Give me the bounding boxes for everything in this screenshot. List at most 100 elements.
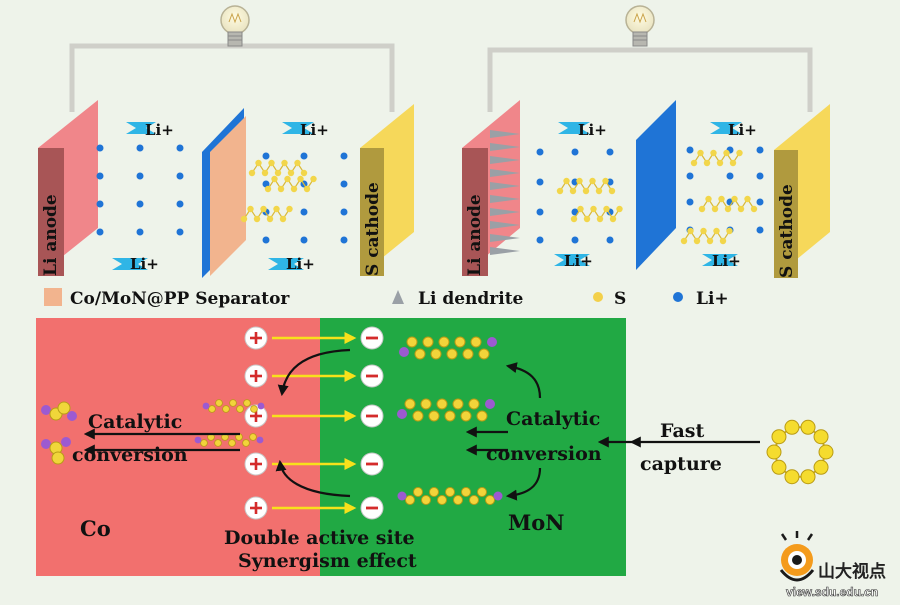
li-ion-dot (571, 236, 579, 244)
legend-li-swatch (673, 292, 683, 302)
co-label: Co (80, 516, 111, 541)
sulfur-atom (476, 410, 488, 422)
li-ion-dot (686, 198, 694, 206)
sulfur-atom (716, 159, 724, 167)
watermark-cn: 山大视点 (818, 561, 886, 581)
li-ion-dot (536, 178, 544, 186)
sulfur-atom (718, 195, 725, 203)
sulfur-atom (687, 227, 694, 235)
sulfur-atom (800, 469, 816, 485)
circuit-wire (69, 43, 395, 112)
legend-li-label: Li+ (696, 289, 729, 309)
sulfur-atom (729, 159, 737, 167)
sulfur-atom (590, 205, 597, 213)
sulfur-atom (215, 399, 223, 407)
li-ion-dot (262, 236, 270, 244)
sulfur-atom (603, 205, 610, 213)
sulfur-atom (277, 185, 285, 193)
product-molecule-top (41, 401, 77, 421)
li-ion-dot (176, 228, 184, 236)
li-ion-dot (136, 172, 144, 180)
li-ion-arrow-bottom-right: Li+ (702, 252, 741, 270)
cathode-label: S cathode (363, 182, 383, 276)
sulfur-ring-molecule (766, 419, 834, 485)
legend: Co/MoN@PP Separator Li dendrite S Li+ (44, 288, 729, 309)
sulfur-atom (462, 348, 474, 360)
dendrite-spike (490, 247, 520, 255)
sdu-logo-icon (779, 531, 815, 582)
separator-blue (636, 100, 676, 270)
curve-arrow (505, 467, 542, 501)
sulfur-atom (461, 487, 471, 497)
li-ion-dot (536, 148, 544, 156)
li-ion-dot (536, 236, 544, 244)
sulfur-atom (750, 205, 758, 213)
sulfur-atom (248, 169, 256, 177)
li-ion-dot (756, 226, 764, 234)
sulfur-atom (268, 159, 275, 167)
dendrite-spike (490, 156, 520, 164)
sulfur-atom (563, 177, 570, 185)
svg-text:Li+: Li+ (300, 121, 329, 139)
li-ion-arrow-top-right: Li+ (710, 121, 757, 139)
curve-arrow (277, 348, 351, 397)
sulfur-atom (813, 429, 829, 445)
li-ion-dot (300, 208, 308, 216)
sulfur-atom (719, 237, 727, 245)
dendrite-spike (490, 208, 520, 216)
sulfur-atom (595, 187, 603, 195)
svg-text:Li+: Li+ (578, 121, 607, 139)
li-ion-dot (686, 146, 694, 154)
sulfur-atom (478, 348, 490, 360)
li-ion-dot (571, 148, 579, 156)
right-conversion-label: conversion (486, 443, 602, 465)
sulfur-atom (469, 495, 479, 505)
sulfur-atom (446, 348, 458, 360)
sulfur-atom (583, 215, 591, 223)
li-ion-dot (340, 152, 348, 160)
sulfur-atom (264, 185, 272, 193)
sulfur-atom (731, 195, 738, 203)
sulfur-atom (576, 177, 583, 185)
sulfur-atom (421, 495, 431, 505)
cathode-label: S cathode (777, 184, 797, 278)
li-ion-dot (340, 208, 348, 216)
left-conversion-label: conversion (72, 444, 188, 466)
sulfur-atom (582, 187, 590, 195)
li-ion-arrow-top-left: Li+ (558, 121, 607, 139)
sulfur-atom (287, 169, 295, 177)
sulfur-atom (453, 495, 463, 505)
sulfur-atom (412, 410, 424, 422)
sulfur-atom (240, 215, 248, 223)
anode-label: Li anode (41, 194, 61, 276)
lithium-atom (194, 436, 202, 444)
polysulfide-chains (240, 159, 317, 223)
sulfur-atom (214, 439, 222, 447)
sulfur-atom (290, 185, 298, 193)
sulfur-atom (420, 398, 432, 410)
sulfur-atom (428, 410, 440, 422)
dendrite-spike (490, 130, 520, 138)
legend-dendrite-label: Li dendrite (418, 289, 524, 309)
li-ion-arrow-bottom-left: Li+ (112, 255, 159, 273)
svg-text:Li+: Li+ (130, 255, 159, 273)
sulfur-atom (260, 205, 267, 213)
li-ion-dot (96, 172, 104, 180)
sulfur-atom (713, 227, 720, 235)
sulfur-atom (454, 336, 466, 348)
li-ion-dot (262, 180, 270, 188)
sulfur-atom (414, 348, 426, 360)
sulfur-atom (470, 336, 482, 348)
li-ion-arrow-top-right: Li+ (282, 121, 329, 139)
sulfur-atom (229, 399, 237, 407)
sulfur-atom (784, 469, 800, 485)
lithium-atom (202, 402, 210, 410)
legend-sulfur-swatch (593, 292, 603, 302)
li-ion-dot (756, 198, 764, 206)
li-ion-dot (606, 236, 614, 244)
negative-sites (360, 326, 384, 520)
product-molecule-bottom (41, 437, 71, 465)
sulfur-atom (710, 149, 717, 157)
separator-coating (210, 116, 246, 276)
